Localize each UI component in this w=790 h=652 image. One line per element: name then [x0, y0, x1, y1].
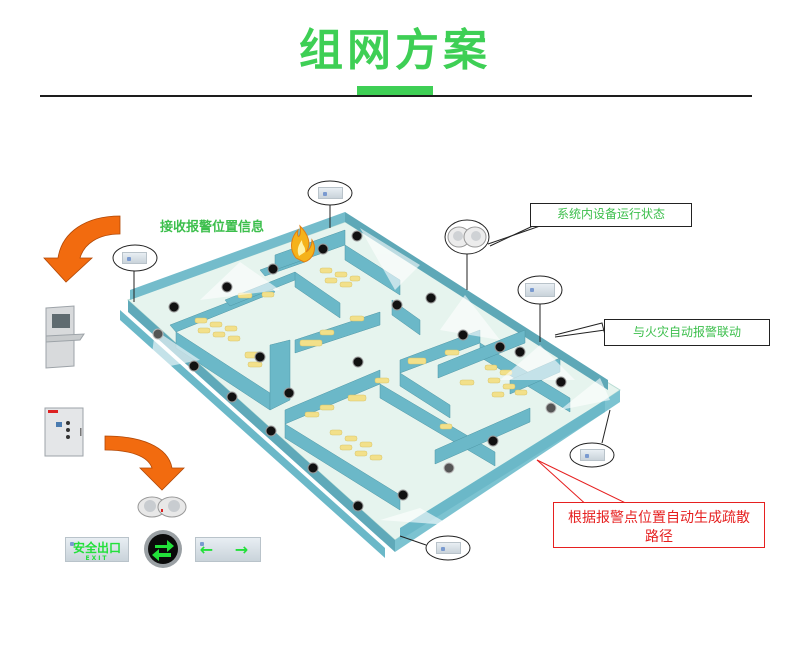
round-evacuation-indicator-icon: [307, 462, 319, 474]
furniture: [194, 267, 528, 461]
round-evacuation-indicator-icon: [494, 341, 506, 353]
control-cabinet-icon: [45, 305, 85, 369]
exit-sign-icon: [122, 252, 147, 264]
direction-arrow-sign-icon: [525, 283, 555, 297]
emergency-light-icon: [447, 226, 487, 248]
round-evacuation-indicator-icon: [443, 462, 455, 474]
page-title: 组网方案: [299, 25, 491, 76]
round-evacuation-indicator-icon: [168, 301, 180, 313]
callout-ring-right-exit: [569, 442, 615, 468]
round-evacuation-indicator-icon: [267, 263, 279, 275]
round-evacuation-indicator-icon: [226, 391, 238, 403]
exit-sign-icon: [436, 542, 461, 554]
exit-sign-icon: 安全出口 EXIT: [65, 537, 129, 562]
round-evacuation-indicator-icon: [351, 230, 363, 242]
wall-back-right: [345, 212, 608, 390]
title-divider: [40, 95, 752, 97]
round-evacuation-indicator-icon: [254, 351, 266, 363]
fire-icon: [291, 224, 315, 263]
exit-sign-cn: 安全出口: [72, 541, 121, 555]
title-accent-bar: [357, 86, 433, 95]
callout-ring-left: [112, 244, 158, 272]
power-panel-icon: [44, 407, 84, 457]
round-evacuation-indicator-icon: [188, 360, 200, 372]
exit-sign-en: EXIT: [85, 555, 109, 562]
orange-curved-arrow-icon: [43, 215, 121, 283]
callout-auto-evacuation: 根据报警点位置自动生成疏散路径: [553, 502, 765, 548]
orange-curved-arrow-icon: [104, 435, 185, 491]
round-evacuation-indicator-icon: [545, 402, 557, 414]
round-evacuation-indicator-icon: [555, 376, 567, 388]
direction-arrows: ← →: [199, 540, 257, 559]
round-evacuation-indicator-icon: [283, 387, 295, 399]
round-evacuation-indicator-icon: [317, 243, 329, 255]
direction-arrow-sign-icon: ← →: [195, 537, 261, 562]
callout-device-status: 系统内设备运行状态: [530, 203, 692, 227]
wall-front-right: [400, 400, 605, 540]
round-evacuation-indicator-icon: [144, 530, 182, 568]
label-receive-alarm: 接收报警位置信息: [160, 220, 265, 235]
callout-fire-linkage: 与火灾自动报警联动: [604, 319, 770, 346]
round-evacuation-indicator-icon: [352, 500, 364, 512]
round-evacuation-indicator-icon: [397, 489, 409, 501]
exit-sign-icon: [580, 449, 605, 461]
round-evacuation-indicator-icon: [425, 292, 437, 304]
exit-sign-icon: [318, 187, 343, 199]
callout-ring-bottom-exit: [425, 535, 471, 561]
round-evacuation-indicators: [152, 230, 567, 512]
emergency-light-beams: [150, 228, 610, 525]
emergency-light-icon: [137, 496, 187, 518]
round-evacuation-indicator-icon: [221, 281, 233, 293]
round-evacuation-indicator-icon: [391, 299, 403, 311]
round-evacuation-indicator-icon: [265, 425, 277, 437]
round-evacuation-indicator-icon: [457, 329, 469, 341]
round-evacuation-indicator-icon: [352, 356, 364, 368]
wall-front-left: [120, 310, 385, 558]
wall-back-left: [130, 212, 345, 300]
round-evacuation-indicator-icon: [487, 435, 499, 447]
red-callout-leaders: [536, 459, 641, 511]
round-evacuation-indicator-icon: [514, 346, 526, 358]
round-evacuation-indicator-icon: [152, 328, 164, 340]
